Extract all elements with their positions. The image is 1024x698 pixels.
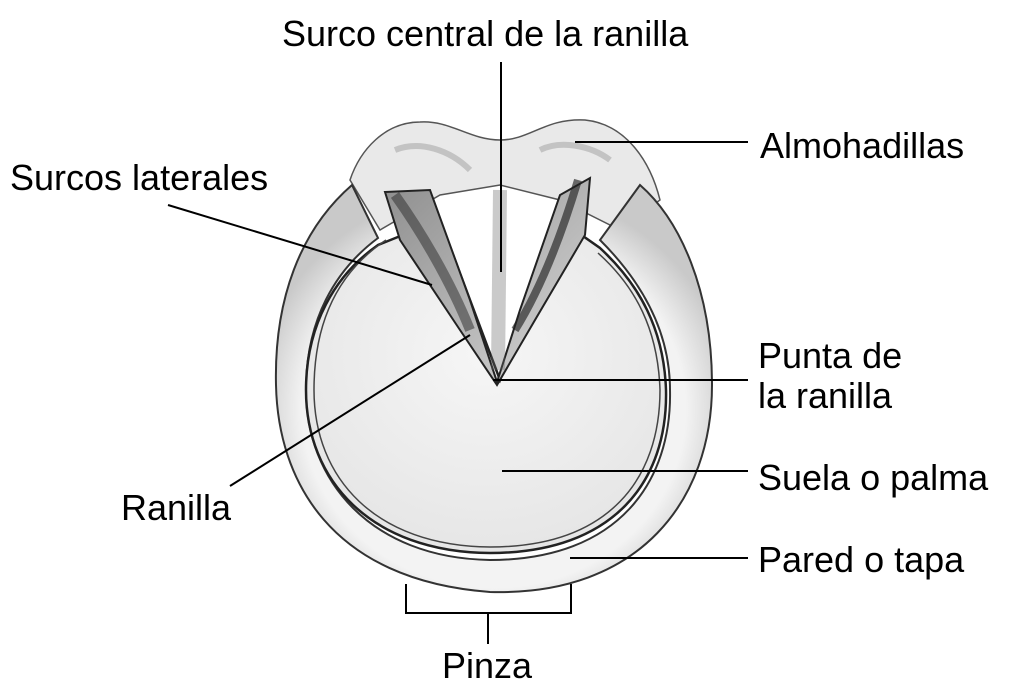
label-punta-de-la-ranilla: Punta de la ranilla (758, 336, 902, 416)
sole (304, 218, 668, 555)
leader-lines (167, 62, 748, 559)
frog-lateral-groove-left (390, 192, 475, 332)
label-surco-central: Surco central de la ranilla (282, 13, 689, 54)
label-ranilla: Ranilla (121, 487, 232, 528)
label-pared: Pared o tapa (758, 539, 965, 580)
hoof-wall (274, 183, 714, 594)
label-surcos-laterales: Surcos laterales (10, 157, 269, 198)
label-punta-line1: Punta de (758, 335, 903, 376)
frog-central-groove (491, 189, 507, 371)
leader-surcos-laterales (167, 204, 433, 286)
frog (383, 176, 592, 387)
white-line (313, 239, 661, 548)
label-almohadillas: Almohadillas (760, 125, 965, 166)
heel-bulb-shading (393, 141, 612, 173)
leader-ranilla (229, 334, 471, 487)
label-pinza: Pinza (442, 645, 533, 686)
frog-lateral-groove-right (511, 178, 582, 333)
label-suela: Suela o palma (758, 457, 989, 498)
label-punta-line2: la ranilla (758, 375, 893, 416)
pinza-bracket (405, 584, 572, 644)
